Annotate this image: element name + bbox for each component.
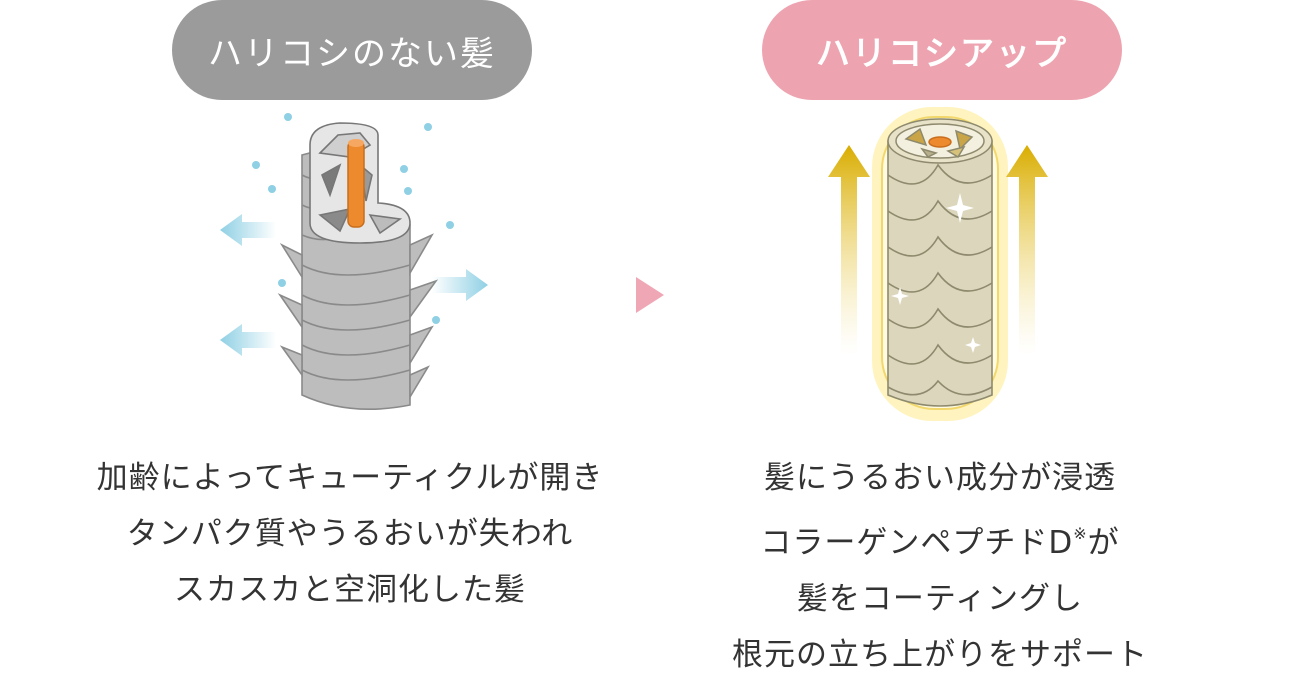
damaged-hair-title-text: ハリコシのない髪 (208, 33, 496, 74)
reference-mark: ※ (1073, 524, 1088, 543)
caption-line-tail: が (1087, 525, 1120, 561)
caption-line: 髪にうるおい成分が浸透 (764, 460, 1116, 496)
healthy-hair-body (887, 140, 993, 407)
hair-core (928, 136, 952, 148)
hair-core (347, 140, 365, 228)
sparkle-icon (891, 193, 981, 353)
rising-arrow-icon (1006, 145, 1048, 355)
damaged-hair-illustration (252, 113, 454, 411)
caption-line: 髪をコーティングし (796, 581, 1084, 617)
damaged-hair-title: ハリコシのない髪 (172, 0, 532, 100)
outflow-arrow-icon (432, 269, 488, 301)
caption-line: 根元の立ち上がりをサポート (732, 637, 1148, 673)
hari-koshi-up-title: ハリコシアップ (762, 0, 1122, 100)
hari-koshi-up-title-text: ハリコシアップ (816, 33, 1068, 74)
escaping-moisture-dots (252, 113, 454, 324)
caption-line-text: コラーゲンペプチドD (760, 525, 1074, 561)
outflow-arrow-icon (220, 324, 276, 356)
healthy-hair-illustration (872, 107, 1008, 421)
caption-line: コラーゲンペプチドD※が (640, 506, 1240, 571)
triangle-right-icon (636, 277, 664, 313)
hari-koshi-up-caption: 髪にうるおい成分が浸透 コラーゲンペプチドD※が 髪をコーティングし 根元の立ち… (640, 450, 1240, 683)
caption-line: 加齢によってキューティクルが開き (96, 460, 604, 496)
rising-arrow-icon (828, 145, 870, 355)
outflow-arrow-icon (220, 214, 276, 246)
damaged-hair-caption: 加齢によってキューティクルが開き タンパク質やうるおいが失われ スカスカと空洞化… (40, 450, 660, 618)
healthy-hair-cross-section (887, 118, 993, 164)
caption-line: スカスカと空洞化した髪 (174, 572, 526, 608)
caption-line: タンパク質やうるおいが失われ (126, 516, 574, 552)
